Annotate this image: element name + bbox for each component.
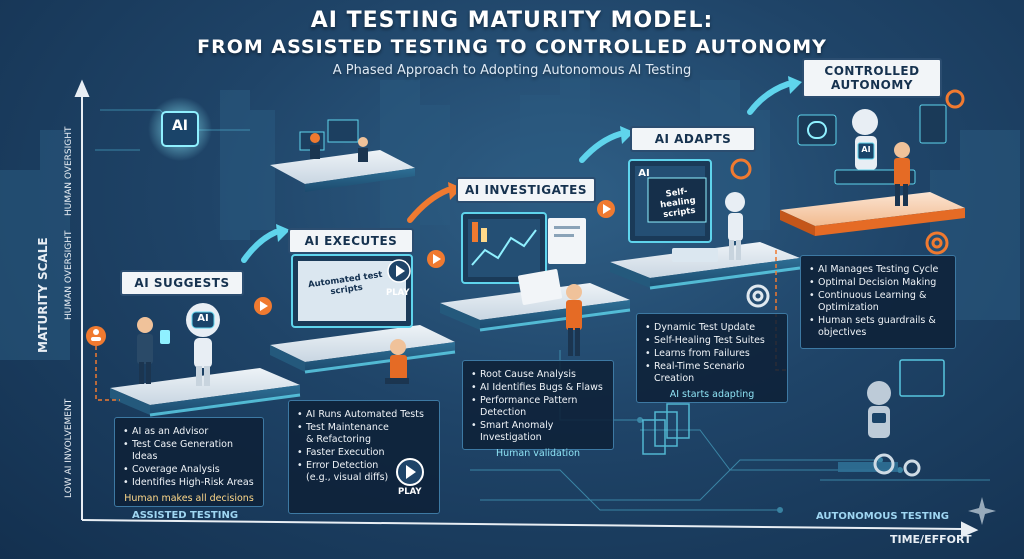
axes	[74, 79, 979, 538]
stage-1-item: AI as an Advisor	[123, 426, 255, 438]
stage-5-item: Continuous Learning & Optimization	[809, 290, 936, 314]
y-axis-high: HUMAN OVERSIGHT	[64, 126, 74, 217]
stage-label-ai-adapts: AI ADAPTS	[630, 126, 756, 152]
stage-arrows	[86, 200, 615, 346]
stage-1-item: Test Case Generation Ideas	[123, 439, 255, 463]
stage-2-item: Test Maintenance & Refactoring	[297, 422, 398, 446]
stage-3-footer: Human validation	[495, 448, 581, 459]
stage-2-item: Faster Execution	[297, 447, 431, 459]
stage-panel-1: AI as an Advisor Test Case Generation Id…	[114, 417, 264, 507]
stage-5-item: Optimal Decision Making	[809, 277, 947, 289]
future-robot	[838, 359, 945, 472]
stage-panel-2: AI Runs Automated Tests Test Maintenance…	[288, 400, 440, 514]
stage-4-item: Self-Healing Test Suites	[645, 335, 779, 347]
stage-4-item: Learns from Failures	[645, 348, 779, 360]
stage-label-ai-suggests: AI SUGGESTS	[120, 270, 244, 296]
stair-glow	[149, 266, 801, 417]
play-icon	[396, 458, 424, 486]
step-4-scene	[628, 159, 745, 262]
stage-panel-4: Dynamic Test Update Self-Healing Test Su…	[636, 313, 788, 403]
step-5-scene	[797, 104, 947, 206]
assisted-testing-label: ASSISTED TESTING	[132, 510, 239, 521]
subtitle: A Phased Approach to Adopting Autonomous…	[332, 63, 692, 78]
stage-label-controlled-autonomy: CONTROLLED AUTONOMY	[802, 58, 942, 98]
stage-1-footer: Human makes all decisions	[124, 493, 254, 504]
stage-4-item: Real-Time Scenario Creation	[645, 361, 779, 385]
stage-label-ai-executes: AI EXECUTES	[288, 228, 414, 254]
robot-badge-1: AI	[197, 313, 209, 324]
curved-arrows	[241, 81, 791, 263]
stage-2-item: Error Detection (e.g., visual diffs)	[297, 460, 398, 484]
stage-3-item: Root Cause Analysis	[471, 369, 605, 381]
title-line-2: FROM ASSISTED TESTING TO CONTROLLED AUTO…	[197, 36, 827, 58]
gear-icons	[730, 89, 965, 477]
y-axis-low: LOW AI INVOLVEMENT	[64, 398, 74, 498]
sparkle-icon	[968, 497, 996, 525]
play-label-bottom: PLAY	[398, 487, 422, 497]
step-2-monitor	[291, 254, 413, 384]
play-label-top: PLAY	[386, 288, 410, 298]
step-5-platform	[780, 192, 965, 236]
workstation-platform	[270, 119, 415, 192]
step-2-platform	[270, 325, 455, 372]
stage-2-item: AI Runs Automated Tests	[297, 409, 431, 421]
robot-badge-5: AI	[861, 145, 871, 154]
stage-5-item: Human sets guardrails & objectives	[809, 315, 948, 339]
person-and-robot-1	[137, 303, 220, 386]
stage-4-footer: AI starts adapting	[669, 389, 755, 400]
x-axis-label: TIME/EFFORT	[890, 533, 972, 546]
stage-5-item: AI Manages Testing Cycle	[809, 264, 947, 276]
stage-panel-3: Root Cause Analysis AI Identifies Bugs &…	[462, 360, 614, 459]
stage-3-item: Performance Pattern Detection	[471, 395, 605, 419]
step-4-screen-ai: AI	[638, 168, 650, 179]
stage-3-item: Smart Anomaly Investigation	[471, 420, 605, 444]
step-1-platform	[110, 368, 300, 415]
stage-4-item: Dynamic Test Update	[645, 322, 779, 334]
step-3-monitors	[461, 212, 586, 356]
stage-panel-5: AI Manages Testing Cycle Optimal Decisio…	[800, 255, 956, 349]
stage-1-item: Coverage Analysis	[123, 464, 255, 476]
y-axis-mid: HUMAN OVERSIGHT	[64, 230, 74, 321]
title-line-1: AI TESTING MATURITY MODEL:	[310, 8, 714, 33]
stage-label-ai-investigates: AI INVESTIGATES	[456, 177, 596, 203]
stage-3-item: AI Identifies Bugs & Flaws	[471, 382, 605, 394]
ai-chip-label: AI	[171, 118, 189, 134]
y-axis-label: MATURITY SCALE	[36, 237, 50, 353]
ai-chip-icon	[161, 111, 199, 147]
floating-cards	[642, 403, 690, 455]
autonomous-testing-label: AUTONOMOUS TESTING	[816, 511, 949, 522]
stage-1-item: Identifies High-Risk Areas	[123, 477, 255, 489]
